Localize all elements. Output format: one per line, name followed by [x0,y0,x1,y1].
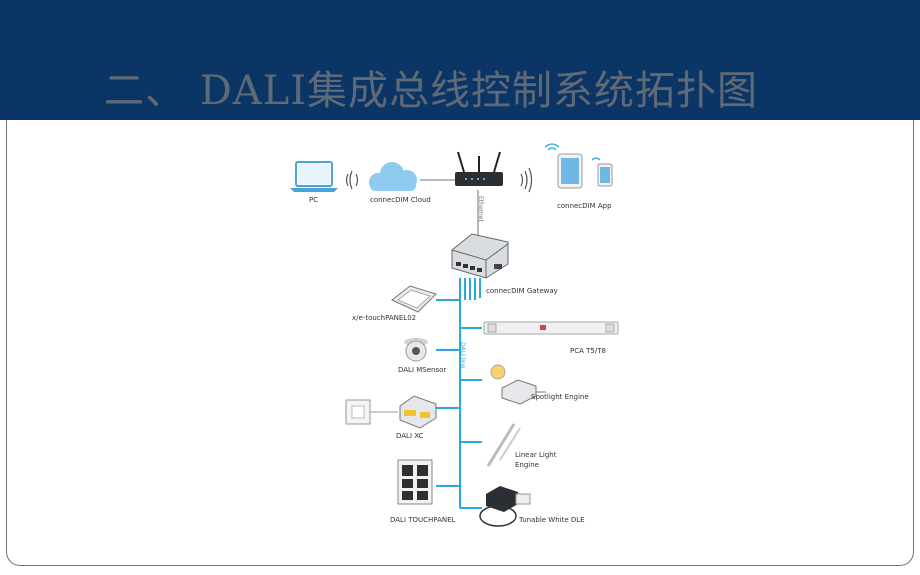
linear-light-engine-icon [486,423,521,467]
router-icon [455,151,503,186]
pca-label: PCA T5/T8 [570,347,606,355]
phone-icon [591,157,613,187]
app-label: connecDIM App [557,202,612,210]
touchpanel02-label: x/e-touchPANEL02 [352,314,417,322]
pca-driver-icon [483,321,619,335]
dali-touchpanel-icon [397,459,433,505]
pc-label: PC [309,196,319,204]
gateway-icon [451,233,509,279]
spotlight-label: Spotlight Engine [531,393,589,401]
wifi-icon [345,170,359,190]
laptop-icon [290,161,338,192]
motion-sensor-icon [404,338,428,362]
xc-label: DALI XC [396,432,424,440]
cloud-icon [369,162,417,191]
msensor-label: DALI MSensor [398,366,447,374]
ethernet-label: Ethernet [477,196,484,222]
tunable-label: Tunable White DLE [519,516,585,524]
header-bar: 二、 DALI集成总线控制系统拓扑图 [0,0,920,120]
dali-bus [436,278,482,509]
linear-label-line1: Linear Light [515,451,557,459]
dali-touchpanel-label: DALI TOUCHPANEL [390,516,456,524]
tablet-icon [544,143,583,189]
content-frame [6,120,914,566]
cloud-label: connecDIM Cloud [370,196,431,204]
dali-line-label: DALI line [459,342,466,369]
switch-plate-icon [345,399,398,425]
dali-xc-icon [399,395,437,429]
tunable-white-dle-icon [479,486,531,527]
linear-label-line2: Engine [515,461,539,469]
wifi-icon [520,167,533,193]
page-title: 二、 DALI集成总线控制系统拓扑图 [104,68,759,114]
spotlight-engine-icon [490,364,546,405]
gateway-label: connecDIM Gateway [486,287,558,295]
touch-panel-02-icon [391,285,437,313]
